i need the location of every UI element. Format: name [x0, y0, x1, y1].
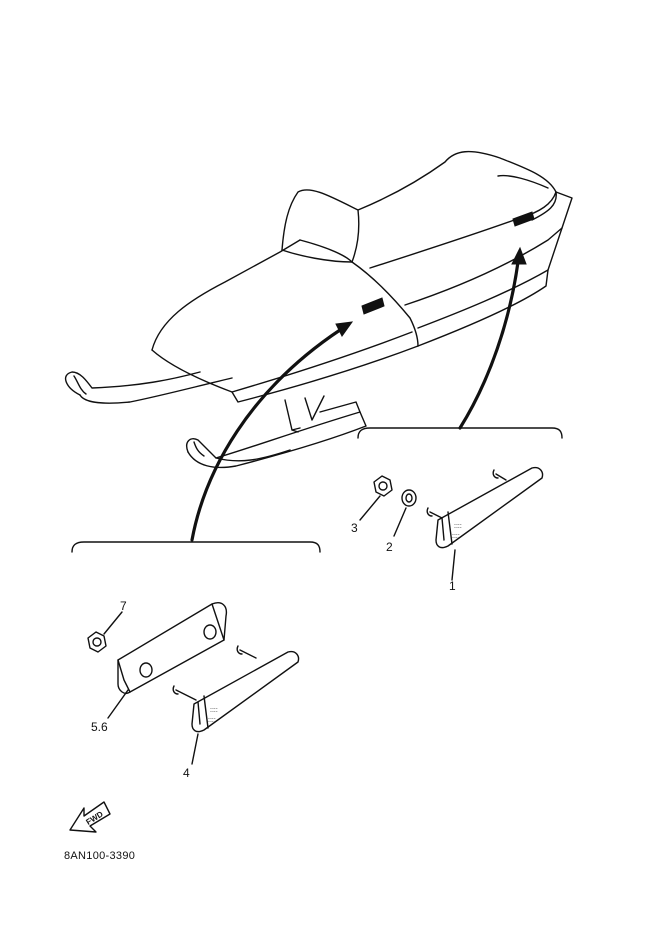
- svg-text:::::: ::::: [452, 533, 460, 540]
- svg-text:::::: ::::: [208, 717, 216, 724]
- callout-5-6: 5.6: [91, 720, 108, 734]
- reflector-part-1: :::: ::::: [426, 466, 544, 549]
- bracket-part-5-6: [117, 602, 228, 694]
- snowmobile-illustration: [64, 151, 573, 469]
- diagram-code: 8AN100-3390: [64, 850, 135, 862]
- callout-4: 4: [183, 766, 190, 780]
- nut-part-7: [87, 631, 107, 653]
- fwd-arrow-icon: FWD: [69, 801, 111, 833]
- leader-arrows: [190, 246, 527, 542]
- callout-3: 3: [351, 521, 358, 535]
- group-brackets: [71, 427, 563, 553]
- reflector-texture: :::: ::::: [452, 523, 462, 540]
- washer-part-2: [401, 489, 417, 507]
- fwd-label: FWD: [84, 809, 104, 826]
- callout-1: 1: [449, 579, 456, 593]
- svg-text:::::: ::::: [454, 523, 462, 530]
- nut-part-3: [373, 475, 393, 497]
- callout-2: 2: [386, 540, 393, 554]
- reflector-part-4: :::: ::::: [172, 645, 300, 733]
- svg-text:::::: ::::: [210, 707, 218, 714]
- callout-7: 7: [120, 599, 127, 613]
